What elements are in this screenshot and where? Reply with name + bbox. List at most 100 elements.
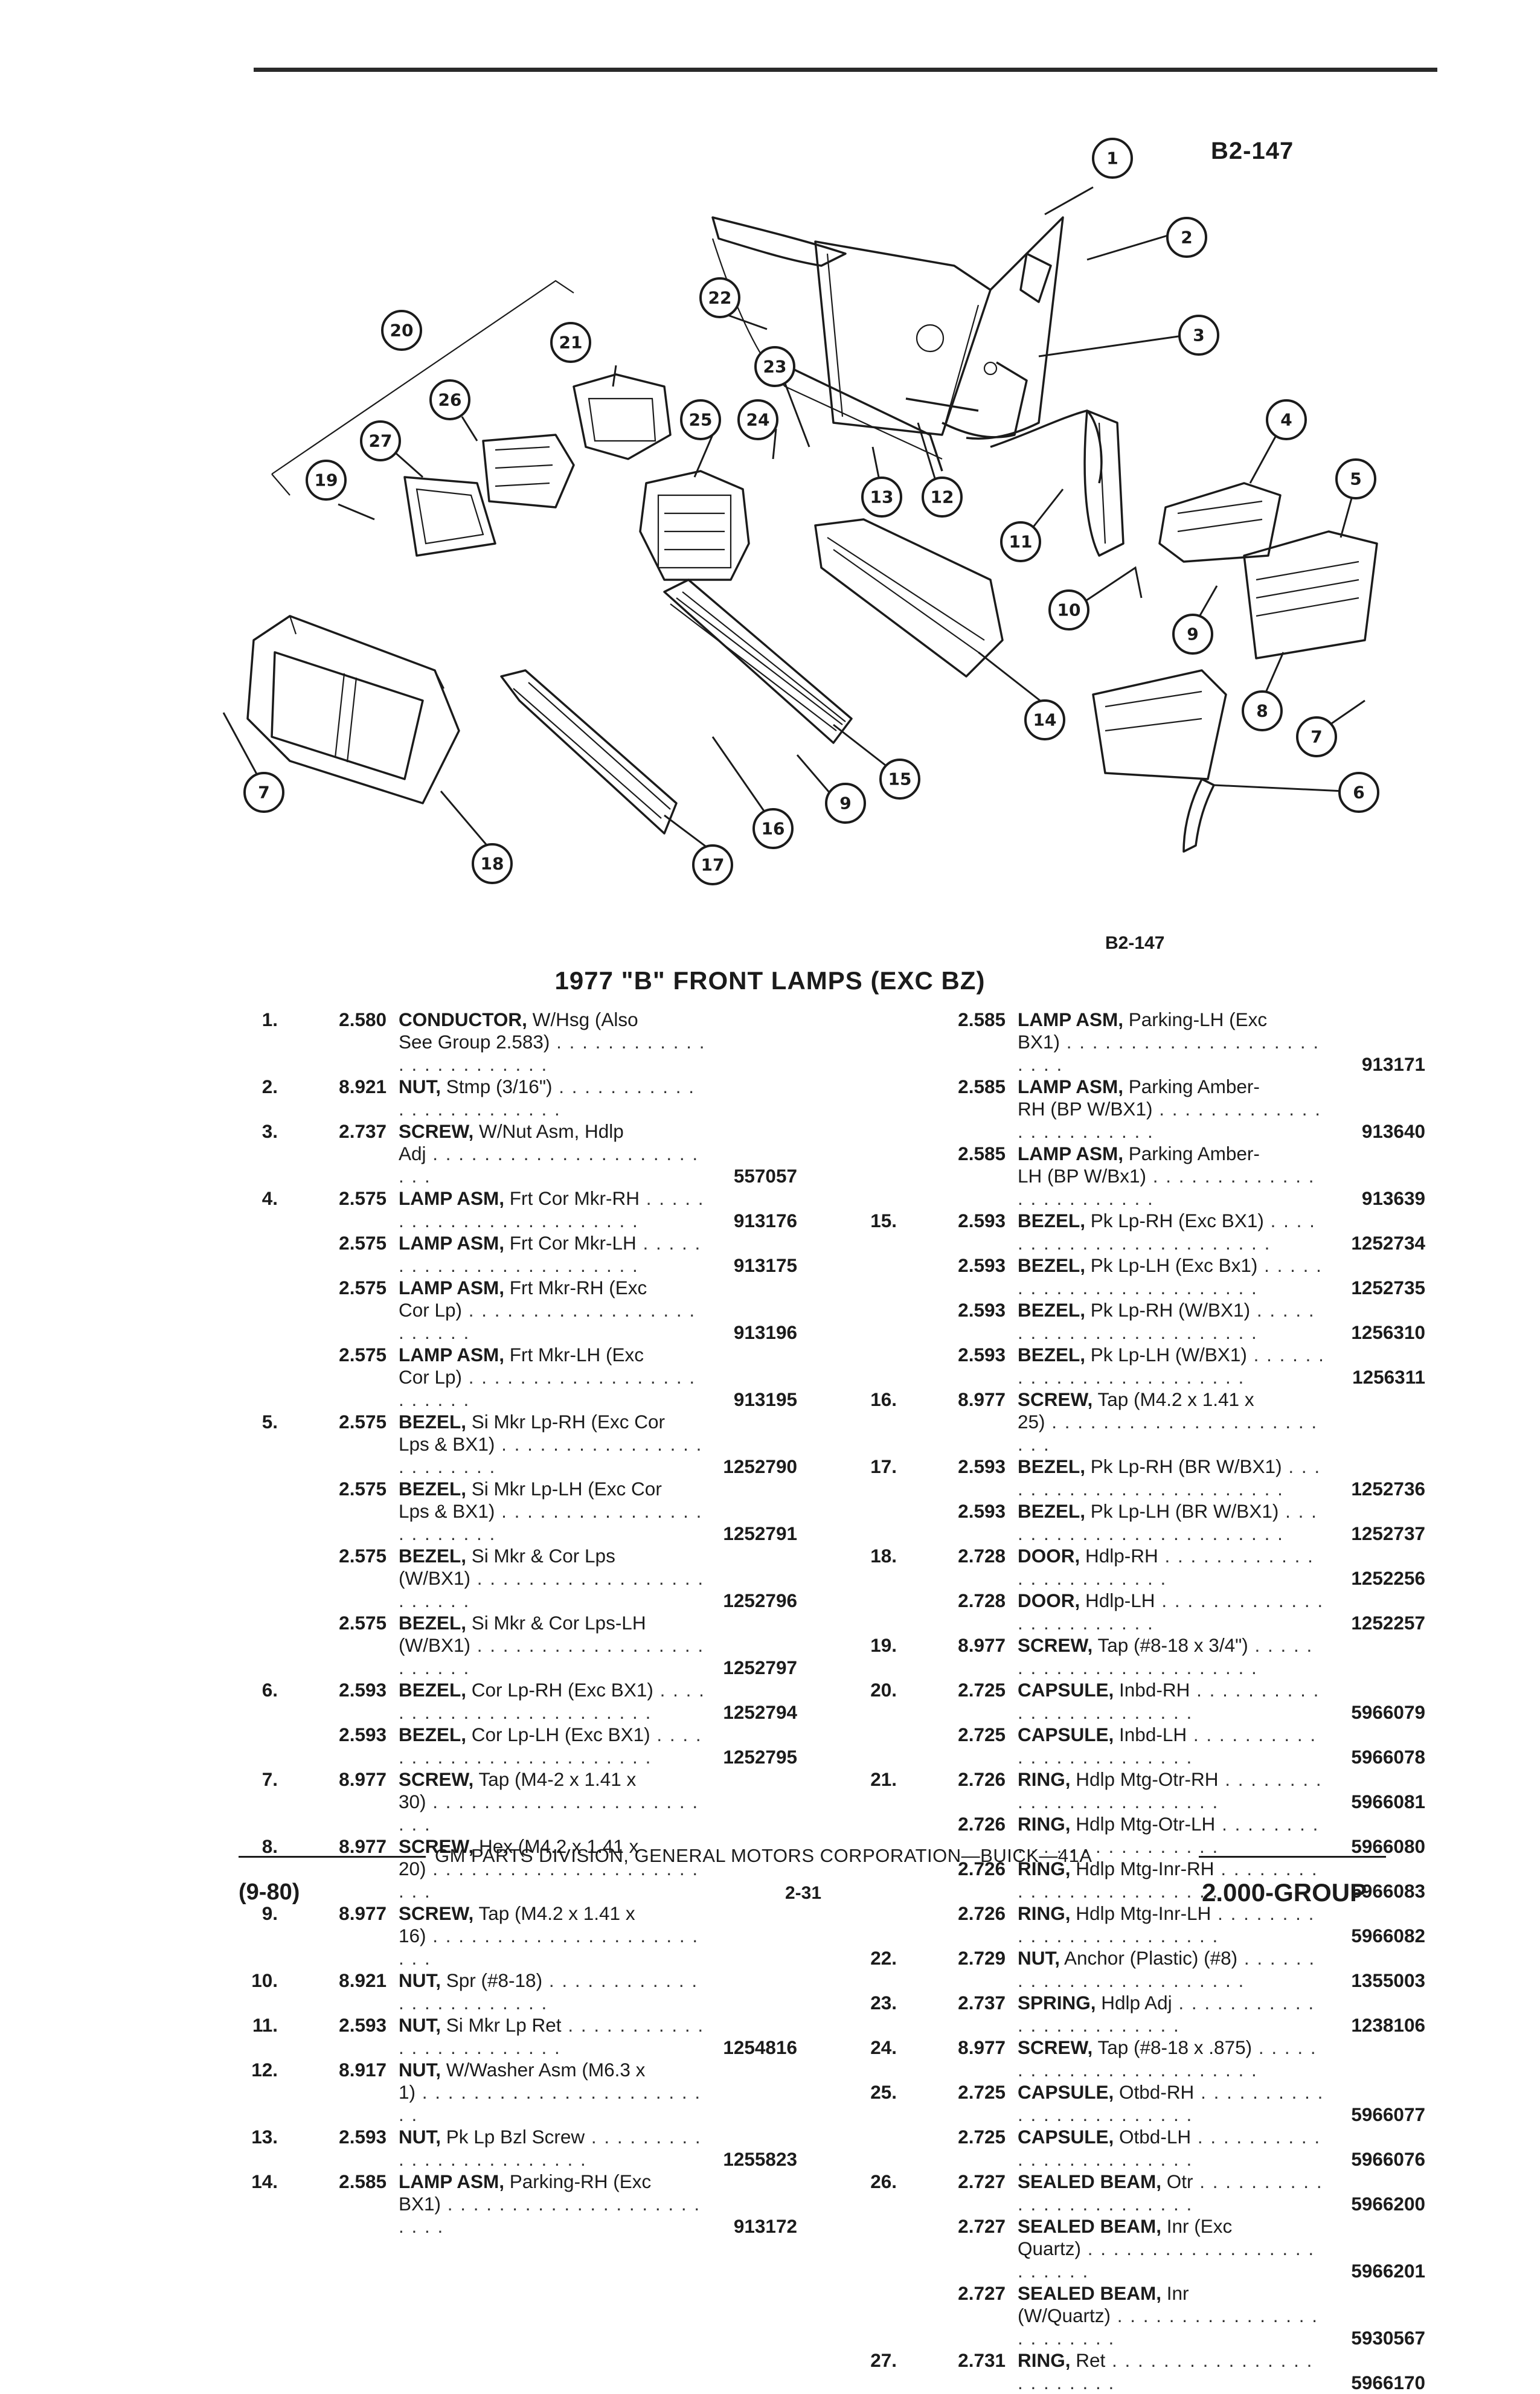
part-detail: Hex (M4.2 x 1.41 x (473, 1835, 639, 1857)
part-detail: Anchor (Plastic) (#8) (1060, 1947, 1238, 1969)
part-detail-continued: See Group 2.583) (399, 1031, 550, 1053)
group-number: 2.593 (958, 1344, 1006, 1365)
part-name: DOOR, (1018, 1590, 1080, 1611)
part-name: BEZEL, (1018, 1210, 1086, 1231)
part-number: 5966076 (1351, 2148, 1425, 2170)
group-number: 2.731 (958, 2349, 1006, 2371)
callout-21: 21 (550, 322, 591, 363)
figure-id-top: B2-147 (1211, 138, 1294, 164)
group-number: 2.585 (958, 1009, 1006, 1030)
leader-dots: . . . . . . . . . . . . . . . . . . . . … (1018, 1947, 1316, 1991)
group-number: 8.977 (339, 1902, 387, 1924)
part-name: BEZEL, (1018, 1299, 1086, 1321)
part-description: RING, Hdlp Mtg-Inr-RH . . . . . . . . . … (1018, 1858, 1326, 1902)
callout-4: 4 (1266, 399, 1307, 440)
group-number: 2.728 (958, 1590, 1006, 1611)
part-name: CAPSULE, (1018, 2126, 1114, 2148)
part-detail: Pk Lp-LH (BR W/BX1) (1085, 1500, 1279, 1522)
parking-lamp-bezel-part (500, 669, 678, 835)
leader-dots: . . . . . . . . . . . . . . . . . . . . … (399, 1634, 705, 1678)
leader-lines (222, 186, 1365, 853)
leader-dots: . . . . . . . . . . . . . . . . . . . . … (399, 1433, 703, 1477)
footer-rule-left (239, 1856, 426, 1858)
callout-19: 19 (306, 460, 347, 501)
footer-rule-right (1199, 1856, 1386, 1858)
item-number: 20. (870, 1679, 897, 1701)
part-detail: Pk Lp Bzl Screw (441, 2126, 585, 2148)
callout-10: 10 (1048, 589, 1089, 631)
group-number: 2.737 (339, 1120, 387, 1142)
leader-dots: . . . . . . . . . . . . . . . . . . . . … (1018, 1411, 1318, 1455)
part-name: BEZEL, (399, 1612, 467, 1634)
callout-14: 14 (1024, 699, 1065, 740)
part-number: 1252791 (723, 1523, 797, 1544)
item-number: 15. (870, 1210, 897, 1231)
item-number: 12. (251, 2059, 278, 2081)
leader-dots: . . . . . . . . . . . . . . . . . . . . … (1018, 1299, 1315, 1343)
group-number: 2.593 (958, 1254, 1006, 1276)
part-detail: Otr (1161, 2171, 1193, 2192)
group-number: 2.728 (958, 1545, 1006, 1567)
item-number: 27. (870, 2349, 897, 2371)
leader-dots: . . . . . . . . . . . . . . . . . . . . … (1018, 1858, 1318, 1902)
part-name: SCREW, (1018, 1388, 1093, 1410)
mounting-ring-part (573, 373, 672, 460)
svg-text:25: 25 (689, 410, 713, 430)
item-number: 23. (870, 1992, 897, 2014)
part-name: RING, (1018, 1858, 1071, 1879)
part-description: BEZEL, Pk Lp-RH (BR W/BX1) . . . . . . .… (1018, 1455, 1326, 1500)
part-description: NUT, Stmp (3/16") . . . . . . . . . . . … (399, 1076, 707, 1120)
svg-text:11: 11 (1009, 532, 1033, 552)
svg-text:20: 20 (390, 321, 414, 341)
svg-text:5: 5 (1350, 469, 1361, 489)
part-name: SEALED BEAM, (1018, 2171, 1162, 2192)
part-detail: Stmp (3/16") (441, 1076, 553, 1097)
part-number: 1256310 (1351, 1321, 1425, 1343)
item-number: 10. (251, 1969, 278, 1991)
part-detail: Hdlp Mtg-Inr-RH (1070, 1858, 1214, 1879)
leader-dots: . . . . . . . . . . . . . . . . . . . . … (399, 1925, 699, 1969)
leader-dots: . . . . . . . . . . . . . . . . . . . . … (399, 1791, 699, 1835)
group-number: 2.575 (339, 1545, 387, 1567)
part-number: 5930567 (1351, 2327, 1425, 2349)
svg-text:13: 13 (870, 487, 894, 507)
part-detail-continued: BX1) (1018, 1031, 1060, 1053)
part-detail: W/Nut Asm, Hdlp (473, 1120, 624, 1142)
leader-dots: . . . . . . . . . . . . . . . . . . . . … (1018, 1455, 1321, 1500)
part-number: 913172 (733, 2215, 797, 2237)
part-detail-continued: Adj (399, 1143, 426, 1164)
part-description: LAMP ASM, Parking Amber-LH (BP W/Bx1) . … (1018, 1143, 1326, 1210)
part-number: 913196 (733, 1321, 797, 1343)
item-number: 5. (261, 1411, 278, 1433)
item-number: 14. (251, 2171, 278, 2192)
part-name: RING, (1018, 1813, 1071, 1835)
callout-9-lower: 9 (825, 783, 866, 824)
item-number: 13. (251, 2126, 278, 2148)
item-number: 22. (870, 1947, 897, 1969)
svg-text:12: 12 (931, 487, 954, 507)
top-rule (254, 68, 1437, 72)
svg-text:15: 15 (888, 769, 912, 789)
leader-dots: . . . . . . . . . . . . . . . . . . . . … (1018, 1254, 1323, 1298)
part-description: CAPSULE, Inbd-RH . . . . . . . . . . . .… (1018, 1679, 1326, 1724)
part-name: BEZEL, (399, 1411, 467, 1433)
callout-18: 18 (472, 843, 513, 884)
part-detail: Inr (Exc (1161, 2215, 1233, 2237)
part-detail-continued: Lps & BX1) (399, 1433, 495, 1455)
